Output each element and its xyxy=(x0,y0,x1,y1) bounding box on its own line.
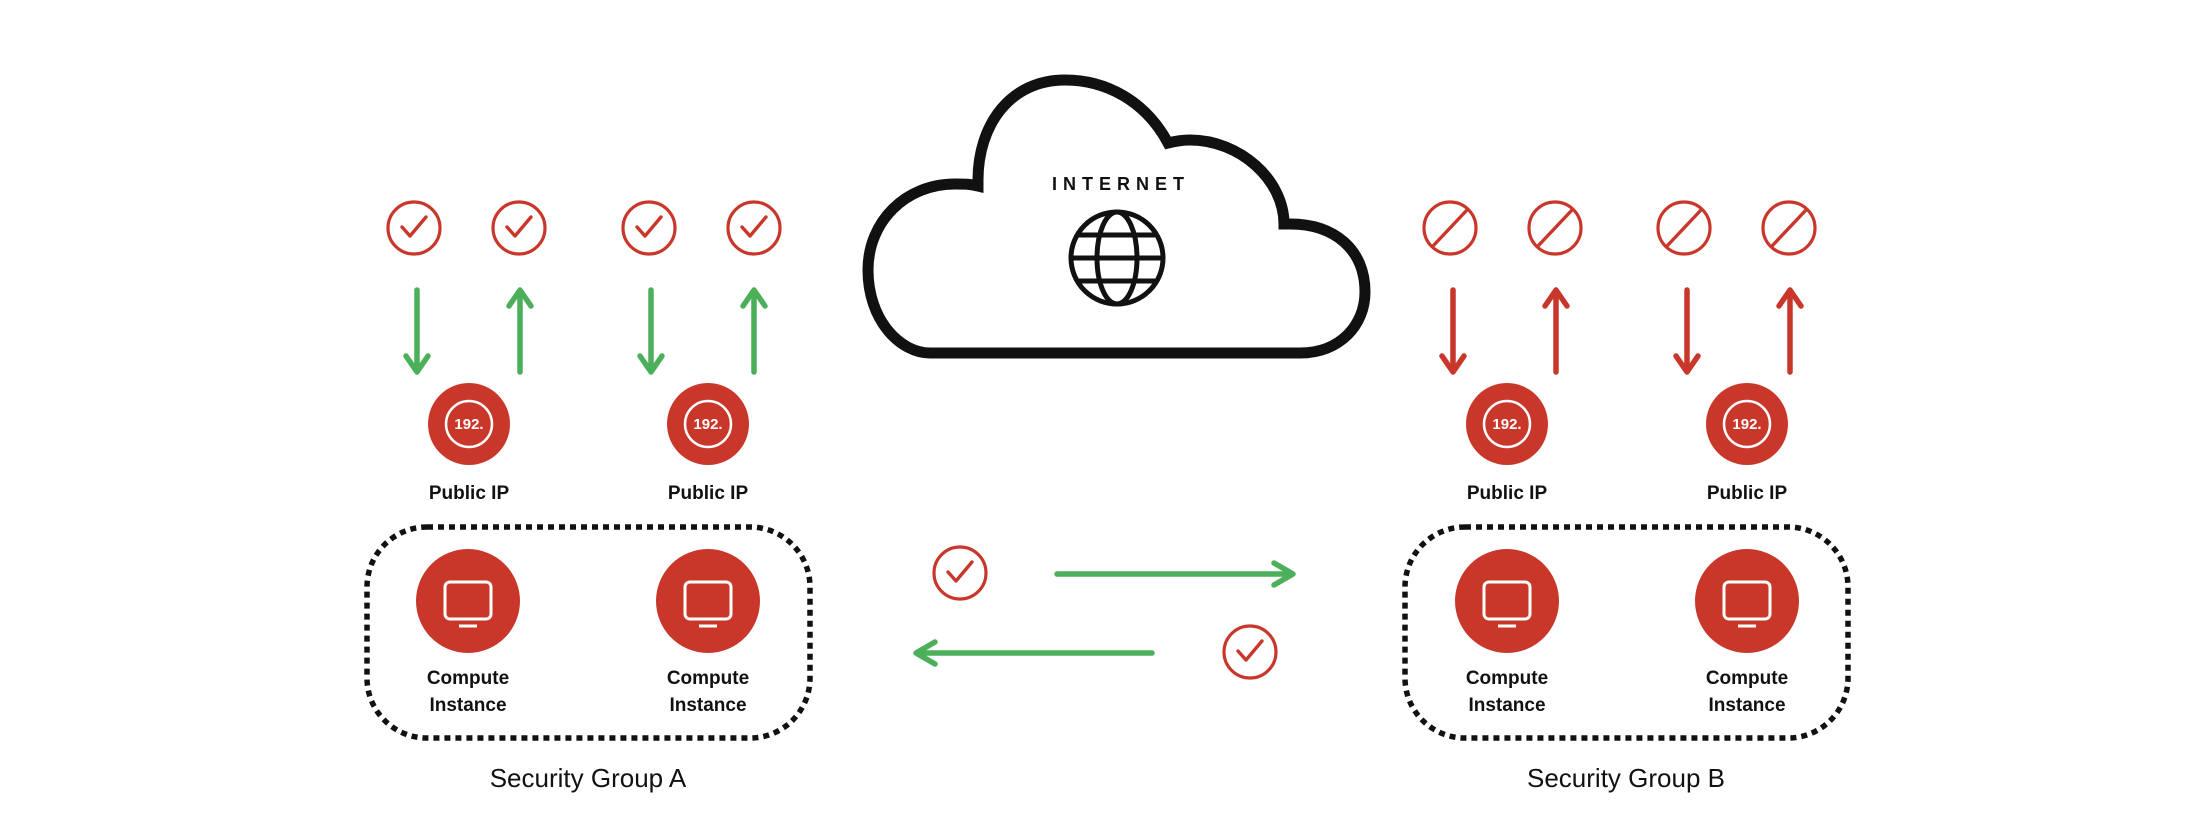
security-group-a: 192. Public IP 192. Public IP Compute In… xyxy=(364,200,813,793)
compute-instance-label: Compute xyxy=(1466,668,1548,689)
inbound-arrow-icon xyxy=(637,287,665,375)
check-circle-icon xyxy=(932,545,988,601)
outbound-arrow-icon xyxy=(740,287,768,375)
security-group-b: 192. Public IP 192. Public IP Compute In… xyxy=(1402,200,1851,793)
monitor-icon xyxy=(683,580,733,628)
inbound-arrow-icon xyxy=(1439,287,1467,375)
public-ip-node[interactable]: 192. xyxy=(1706,383,1788,465)
monitor-icon xyxy=(443,580,493,628)
inter-group-traffic xyxy=(913,545,1296,680)
globe-icon xyxy=(1068,209,1166,307)
compute-instance-node[interactable] xyxy=(416,549,520,653)
internet-cloud: INTERNET xyxy=(862,74,1371,359)
compute-instance-label: Instance xyxy=(1468,695,1545,716)
compute-instance-node[interactable] xyxy=(656,549,760,653)
outbound-arrow-icon xyxy=(1776,287,1804,375)
public-ip-node[interactable]: 192. xyxy=(1466,383,1548,465)
check-circle-icon xyxy=(726,200,782,256)
b-to-a-arrow-icon xyxy=(913,639,1155,667)
public-ip-label: Public IP xyxy=(668,483,749,504)
compute-instance-label: Instance xyxy=(669,695,746,716)
a-to-b-arrow-icon xyxy=(1054,560,1296,588)
inbound-arrow-icon xyxy=(403,287,431,375)
public-ip-node[interactable]: 192. xyxy=(428,383,510,465)
public-ip-address: 192. xyxy=(1732,416,1761,433)
compute-instance-label: Compute xyxy=(427,668,509,689)
public-ip-icon xyxy=(428,383,510,465)
public-ip-label: Public IP xyxy=(1707,483,1788,504)
security-group-boundary xyxy=(364,524,813,741)
check-circle-icon xyxy=(491,200,547,256)
check-circle-icon xyxy=(1222,624,1278,680)
check-circle-icon xyxy=(621,200,677,256)
public-ip-node[interactable]: 192. xyxy=(667,383,749,465)
public-ip-label: Public IP xyxy=(429,483,510,504)
internet-label: INTERNET xyxy=(1052,174,1190,194)
cloud-icon xyxy=(862,74,1371,359)
public-ip-icon xyxy=(1466,383,1548,465)
compute-instance-label: Instance xyxy=(429,695,506,716)
security-group-label: Security Group A xyxy=(490,763,687,793)
inbound-arrow-icon xyxy=(1673,287,1701,375)
outbound-arrow-icon xyxy=(1542,287,1570,375)
public-ip-icon xyxy=(667,383,749,465)
compute-instance-label: Instance xyxy=(1708,695,1785,716)
security-group-label: Security Group B xyxy=(1527,763,1725,793)
outbound-arrow-icon xyxy=(506,287,534,375)
compute-instance-node[interactable] xyxy=(1695,549,1799,653)
monitor-icon xyxy=(1482,580,1532,628)
security-group-boundary xyxy=(1402,524,1851,741)
public-ip-address: 192. xyxy=(1492,416,1521,433)
check-circle-icon xyxy=(386,200,442,256)
compute-instance-node[interactable] xyxy=(1455,549,1559,653)
compute-instance-label: Compute xyxy=(667,668,749,689)
blocked-circle-icon xyxy=(1761,200,1817,256)
public-ip-icon xyxy=(1706,383,1788,465)
public-ip-address: 192. xyxy=(693,416,722,433)
monitor-icon xyxy=(1722,580,1772,628)
public-ip-address: 192. xyxy=(454,416,483,433)
blocked-circle-icon xyxy=(1527,200,1583,256)
blocked-circle-icon xyxy=(1656,200,1712,256)
compute-instance-label: Compute xyxy=(1706,668,1788,689)
blocked-circle-icon xyxy=(1422,200,1478,256)
public-ip-label: Public IP xyxy=(1467,483,1548,504)
